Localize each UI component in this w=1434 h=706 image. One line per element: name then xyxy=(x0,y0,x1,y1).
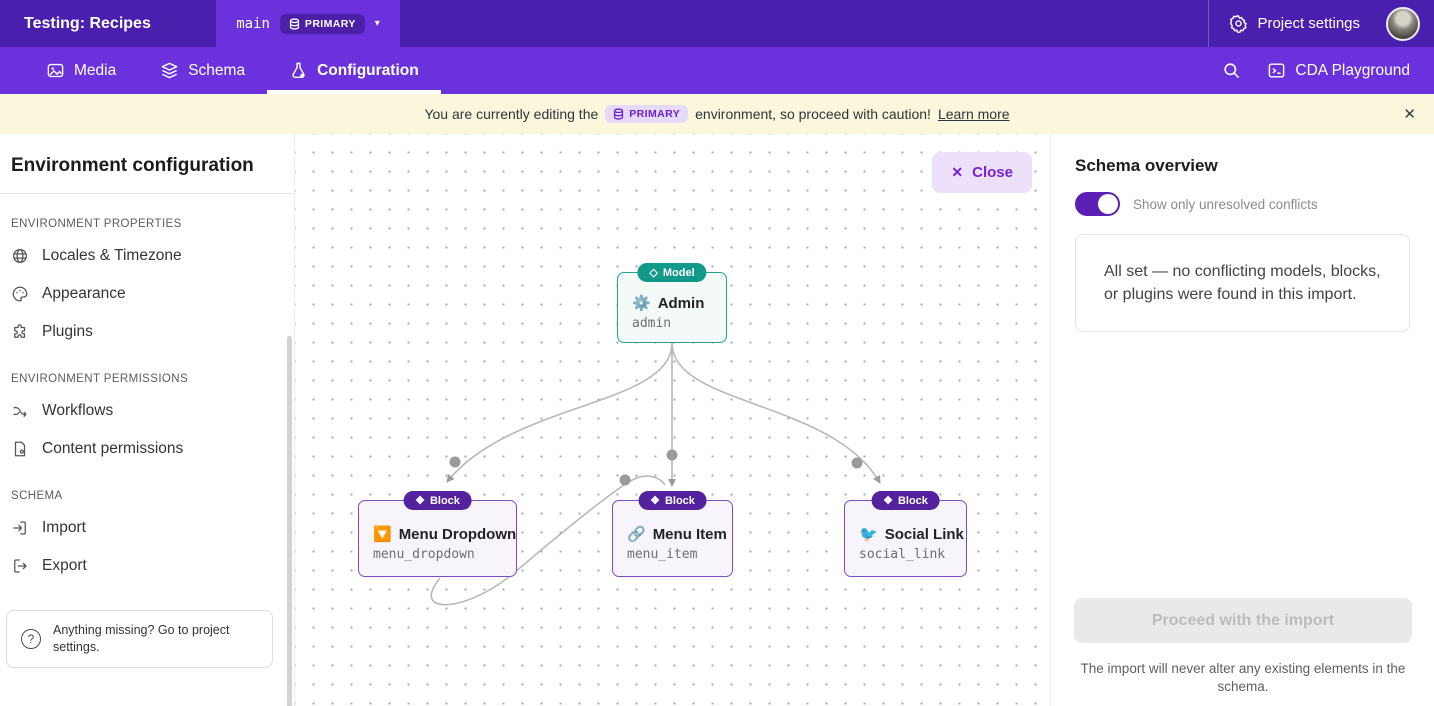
canvas-close-button[interactable]: ✕ Close xyxy=(932,152,1032,193)
section-environment-properties: ENVIRONMENT PROPERTIES xyxy=(11,218,182,230)
tab-media[interactable]: Media xyxy=(24,47,138,94)
model-badge: ◇Model xyxy=(637,263,707,282)
gear-icon xyxy=(1230,15,1248,33)
section-schema: SCHEMA xyxy=(11,490,63,502)
proceed-import-button[interactable]: Proceed with the import xyxy=(1074,598,1412,643)
block-badge: ❖Block xyxy=(638,491,707,510)
globe-icon xyxy=(12,248,28,264)
banner-text-after: environment, so proceed with caution! xyxy=(695,106,931,122)
top-header-bar: Testing: Recipes main PRIMARY ▾ Project … xyxy=(0,0,1434,47)
schema-icon xyxy=(161,62,178,79)
document-permission-icon xyxy=(14,441,26,457)
edge-handle xyxy=(449,456,461,468)
node-model-admin[interactable]: ◇Model ⚙️ Admin admin xyxy=(617,263,727,343)
cda-playground-button[interactable]: CDA Playground xyxy=(1267,61,1410,80)
learn-more-link[interactable]: Learn more xyxy=(937,106,1010,122)
edge-handle xyxy=(619,474,631,486)
sidebar-divider xyxy=(0,193,294,194)
help-callout[interactable]: ? Anything missing? Go to project settin… xyxy=(6,610,273,668)
toggle-label: Show only unresolved conflicts xyxy=(1133,196,1318,212)
database-icon xyxy=(289,17,300,30)
edge-menu-dropdown-to-menu-item xyxy=(430,475,666,606)
schema-overview-panel: Schema overview Show only unresolved con… xyxy=(1050,134,1434,706)
edge-handle xyxy=(666,449,678,461)
conflicts-toggle[interactable] xyxy=(1075,192,1120,216)
edge-handle xyxy=(851,457,863,469)
tab-schema[interactable]: Schema xyxy=(138,47,267,94)
chevron-down-icon: ▾ xyxy=(374,17,380,29)
sidebar-item-locales-timezone[interactable]: Locales & Timezone xyxy=(11,237,282,275)
import-footnote: The import will never alter any existing… xyxy=(1080,661,1406,695)
sidebar-item-appearance[interactable]: Appearance xyxy=(11,275,282,313)
database-icon xyxy=(614,108,624,120)
configuration-icon xyxy=(292,62,305,79)
page-title: Environment configuration xyxy=(11,155,254,176)
search-icon xyxy=(1224,63,1240,79)
tab-configuration[interactable]: Configuration xyxy=(267,47,441,94)
banner-text-before: You are currently editing the xyxy=(424,106,599,122)
gear-emoji-icon: ⚙️ xyxy=(632,295,651,312)
node-title: Admin xyxy=(657,294,705,312)
edge-admin-to-menu-dropdown xyxy=(446,342,673,483)
node-block-menu-item[interactable]: ❖Block 🔗 Menu Item menu_item xyxy=(612,491,733,577)
bird-emoji-icon: 🐦 xyxy=(859,526,878,543)
node-api-id: admin xyxy=(632,316,672,331)
environment-selector[interactable]: main PRIMARY ▾ xyxy=(216,0,400,47)
project-title: Testing: Recipes xyxy=(24,14,151,32)
terminal-icon xyxy=(1269,63,1285,78)
sidebar-item-import[interactable]: Import xyxy=(11,509,282,547)
main-nav-bar: Media Schema Configuration CDA Playgroun… xyxy=(0,47,1434,94)
close-icon: ✕ xyxy=(1403,106,1416,123)
user-avatar[interactable] xyxy=(1386,6,1420,41)
block-badge-icon: ❖ xyxy=(883,495,893,507)
sidebar-item-export[interactable]: Export xyxy=(11,547,282,585)
block-badge-icon: ❖ xyxy=(650,495,660,507)
node-title: Social Link xyxy=(884,525,964,543)
schema-graph-canvas[interactable]: ✕ Close ◇Model ⚙️ Admin admin ❖Block 🔽 Men… xyxy=(295,134,1050,706)
import-icon xyxy=(13,521,26,535)
conflicts-message: All set — no conflicting models, blocks,… xyxy=(1104,263,1381,304)
node-block-social-link[interactable]: ❖Block 🐦 Social Link social_link xyxy=(844,491,967,577)
environment-config-sidebar: Environment configuration ENVIRONMENT PR… xyxy=(0,134,295,706)
sidebar-item-content-permissions[interactable]: Content permissions xyxy=(11,430,282,468)
banner-close-button[interactable]: ✕ xyxy=(1397,94,1422,134)
toggle-knob xyxy=(1098,194,1118,214)
block-badge: ❖Block xyxy=(871,491,940,510)
primary-badge: PRIMARY xyxy=(605,105,689,123)
palette-icon xyxy=(12,286,28,302)
block-badge-icon: ❖ xyxy=(415,495,425,507)
graph-edges xyxy=(430,342,881,606)
help-text: Anything missing? Go to project settings… xyxy=(53,623,230,655)
conflicts-message-card: All set — no conflicting models, blocks,… xyxy=(1075,234,1410,333)
export-icon xyxy=(14,559,27,573)
edge-admin-to-social-link xyxy=(671,342,881,484)
question-icon: ? xyxy=(21,629,41,650)
puzzle-icon xyxy=(14,324,26,338)
media-icon xyxy=(47,63,64,78)
node-api-id: menu_item xyxy=(627,547,698,562)
project-settings-button[interactable]: Project settings xyxy=(1209,0,1386,47)
header-divider xyxy=(1208,0,1210,47)
block-badge: ❖Block xyxy=(403,491,472,510)
environment-warning-banner: You are currently editing the PRIMARY en… xyxy=(0,94,1434,134)
dropdown-emoji-icon: 🔽 xyxy=(373,526,392,543)
node-title: Menu Item xyxy=(652,525,727,543)
active-tab-underline xyxy=(267,90,441,94)
environment-name: main xyxy=(236,15,270,32)
panel-title: Schema overview xyxy=(1075,156,1218,175)
model-badge-icon: ◇ xyxy=(649,267,658,279)
node-api-id: menu_dropdown xyxy=(373,547,475,562)
search-button[interactable] xyxy=(1222,61,1241,80)
workflow-icon xyxy=(13,406,27,418)
sidebar-item-plugins[interactable]: Plugins xyxy=(11,313,282,351)
close-icon: ✕ xyxy=(951,164,964,180)
node-block-menu-dropdown[interactable]: ❖Block 🔽 Menu Dropdown menu_dropdown xyxy=(358,491,517,577)
node-api-id: social_link xyxy=(859,547,946,562)
sidebar-item-workflows[interactable]: Workflows xyxy=(11,392,282,430)
sidebar-scrollbar[interactable] xyxy=(287,336,292,706)
environment-primary-badge: PRIMARY xyxy=(279,13,365,34)
section-environment-permissions: ENVIRONMENT PERMISSIONS xyxy=(11,373,189,385)
node-title: Menu Dropdown xyxy=(398,525,517,543)
link-emoji-icon: 🔗 xyxy=(627,526,646,543)
